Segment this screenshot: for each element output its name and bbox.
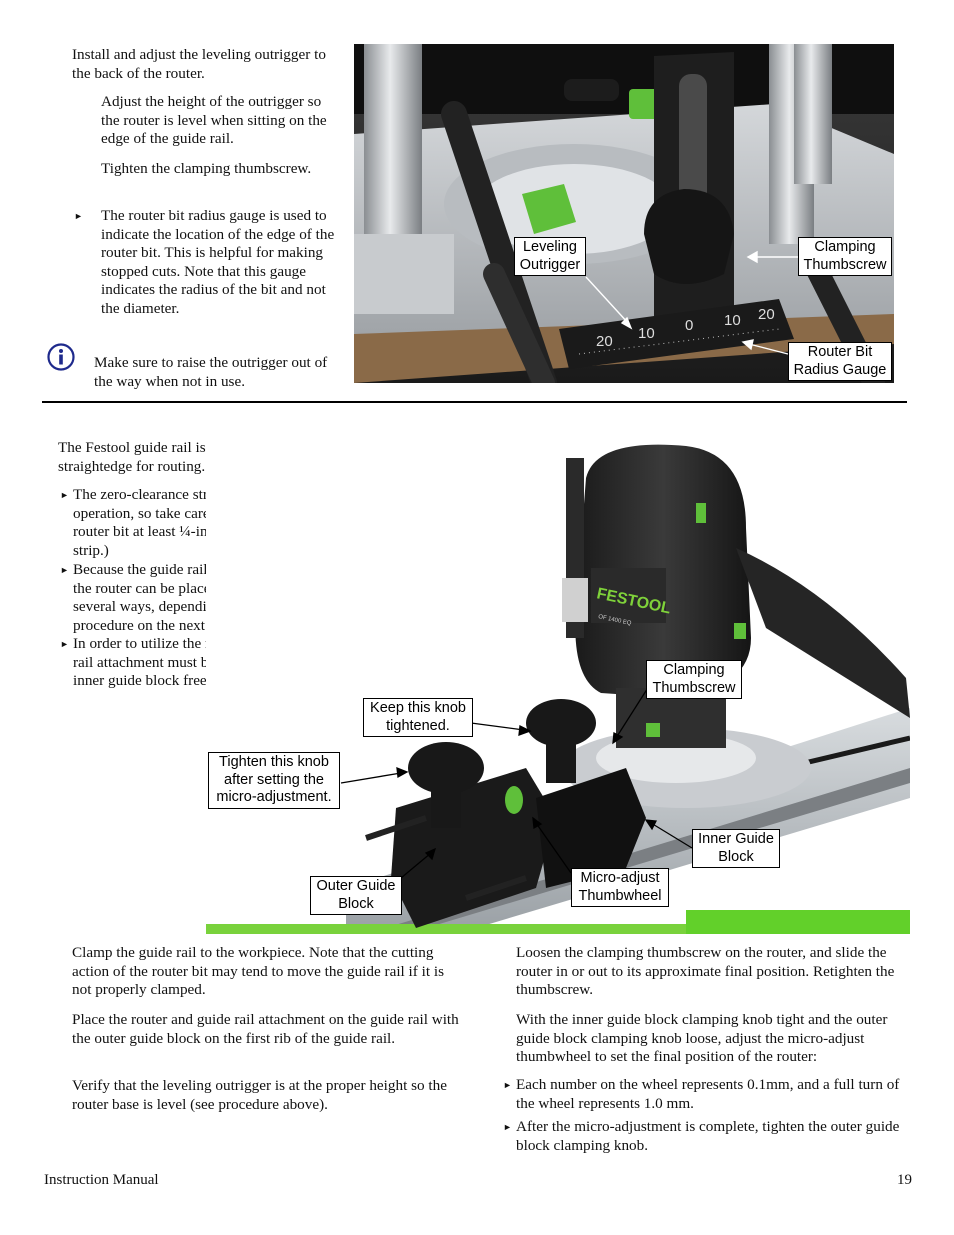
callout-inner-guide-block: Inner Guide Block xyxy=(692,829,780,868)
bullet-tighten-outer-knob: ► After the micro-adjustment is complete… xyxy=(502,1118,912,1155)
bullet-marker: ► xyxy=(60,565,69,575)
note-text: Make sure to raise the outrigger out of … xyxy=(94,354,328,390)
footer-title: Instruction Manual xyxy=(44,1172,159,1188)
step-verify-outrigger: Verify that the leveling outrigger is at… xyxy=(72,1077,447,1113)
bullet-marker: ► xyxy=(60,639,69,649)
callout-clamping-thumbscrew-2: Clamping Thumbscrew xyxy=(646,660,742,699)
step-adjust-height: Adjust the height of the outrigger so th… xyxy=(101,93,327,148)
step-tighten-thumbscrew: Tighten the clamping thumbscrew. xyxy=(101,160,312,177)
info-icon xyxy=(47,343,75,371)
bullet-radius-gauge: ► The router bit radius gauge is used to… xyxy=(73,207,343,319)
callout-tighten-knob: Tighten this knob after setting the micr… xyxy=(208,752,340,809)
callout-leveling-outrigger: Leveling Outrigger xyxy=(514,237,586,276)
intro-paragraph: Install and adjust the leveling outrigge… xyxy=(72,46,326,82)
callout-outer-guide-block: Outer Guide Block xyxy=(310,876,402,915)
guide-rail-router-photo: FESTOOL OF 1400 EQ xyxy=(206,438,910,934)
step-place-router: Place the router and guide rail attachme… xyxy=(72,1011,459,1047)
gauge-number: 20 xyxy=(596,333,613,350)
gauge-number: 0 xyxy=(685,317,693,334)
gauge-number: 10 xyxy=(724,312,741,329)
step-micro-adjust: With the inner guide block clamping knob… xyxy=(516,1011,888,1066)
gauge-number: 10 xyxy=(638,325,655,342)
callout-clamping-thumbscrew: Clamping Thumbscrew xyxy=(798,237,892,276)
bullet-marker: ► xyxy=(74,211,83,221)
callout-micro-adjust-thumbwheel: Micro-adjust Thumbwheel xyxy=(571,868,669,907)
page-number: 19 xyxy=(897,1172,912,1188)
step-clamp-rail: Clamp the guide rail to the workpiece. N… xyxy=(72,944,444,999)
bullet-text: Each number on the wheel represents 0.1m… xyxy=(516,1076,900,1112)
gauge-number: 20 xyxy=(758,306,775,323)
step-loosen-thumbscrew: Loosen the clamping thumbscrew on the ro… xyxy=(516,944,895,999)
bullet-text: The router bit radius gauge is used to i… xyxy=(101,207,335,317)
section-divider xyxy=(42,401,907,403)
bullet-marker: ► xyxy=(503,1122,512,1132)
bullet-text: After the micro-adjustment is complete, … xyxy=(516,1118,900,1154)
leveling-outrigger-photo: 20 10 0 10 20 Leveling Outrigger Clampin… xyxy=(354,44,894,383)
bullet-marker: ► xyxy=(60,490,69,500)
callout-radius-gauge: Router Bit Radius Gauge xyxy=(788,342,892,381)
callout-keep-knob-tightened: Keep this knob tightened. xyxy=(363,698,473,737)
bullet-marker: ► xyxy=(503,1080,512,1090)
bullet-wheel-numbers: ► Each number on the wheel represents 0.… xyxy=(502,1076,912,1113)
